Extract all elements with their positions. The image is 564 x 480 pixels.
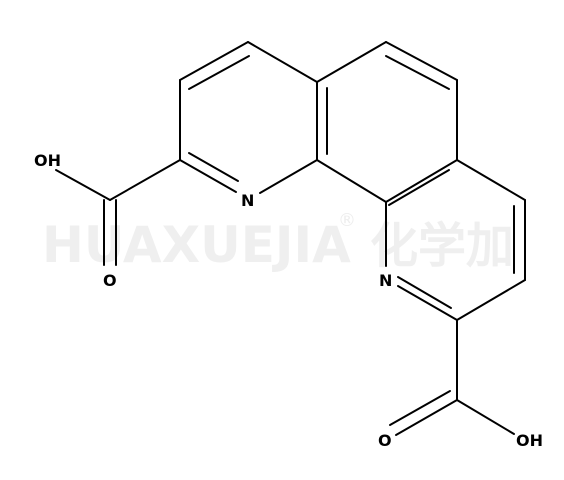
bond bbox=[385, 41, 458, 81]
oxygen-label: O bbox=[103, 271, 117, 290]
bond bbox=[247, 41, 318, 83]
bond bbox=[55, 169, 111, 201]
left-carboxyl-group bbox=[55, 159, 181, 266]
bond bbox=[456, 159, 526, 201]
bond bbox=[179, 41, 249, 81]
bond bbox=[389, 390, 451, 426]
bond bbox=[316, 159, 387, 203]
bond bbox=[188, 55, 250, 90]
right-pyridine-ring bbox=[385, 159, 526, 321]
bond bbox=[385, 55, 450, 90]
bond bbox=[388, 169, 450, 206]
bond bbox=[456, 399, 515, 435]
bond bbox=[395, 399, 458, 436]
bond bbox=[316, 41, 387, 83]
bond bbox=[179, 159, 237, 193]
watermark-cjk: 化学加 bbox=[370, 218, 514, 274]
central-ring bbox=[316, 41, 458, 206]
left-pyridine-ring bbox=[179, 41, 318, 194]
bond bbox=[109, 159, 181, 201]
watermark-registered: ® bbox=[338, 210, 356, 231]
bond bbox=[397, 276, 452, 309]
bond bbox=[456, 279, 526, 321]
bond bbox=[188, 152, 239, 182]
oxygen-label: O bbox=[378, 431, 392, 450]
nitrogen-label: N bbox=[379, 271, 392, 290]
hydroxyl-label: OH bbox=[34, 151, 61, 170]
nitrogen-label: N bbox=[241, 191, 254, 210]
bond bbox=[259, 159, 318, 194]
bond bbox=[397, 285, 458, 321]
right-carboxyl-group bbox=[389, 319, 515, 436]
hydroxyl-label: OH bbox=[516, 431, 543, 450]
watermark: HUAXUEJIA ® 化学加 bbox=[42, 210, 514, 274]
watermark-latin: HUAXUEJIA bbox=[42, 216, 351, 274]
bond bbox=[385, 159, 458, 203]
